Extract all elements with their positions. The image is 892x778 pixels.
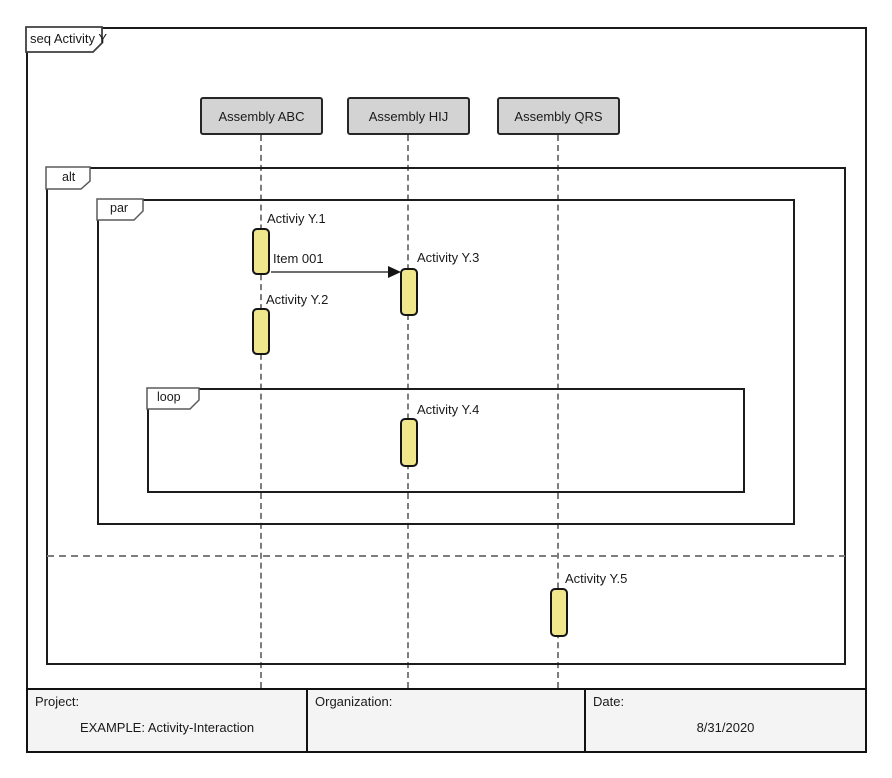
activation-bar-y3 [400,268,418,316]
activation-bar-y5 [550,588,568,637]
lifeline-header-assembly-hij: Assembly HIJ [347,97,470,135]
activity-label-y1: Activiy Y.1 [267,211,326,226]
title-block-date-cell: Date: 8/31/2020 [584,690,865,751]
project-label: Project: [35,694,80,709]
alt-fragment-label: alt [62,170,76,184]
activity-label-y4: Activity Y.4 [417,402,480,417]
loop-fragment-box [147,388,745,493]
activity-label-y5: Activity Y.5 [565,571,628,586]
par-fragment-box [97,199,795,525]
activation-bar-y2 [252,308,270,355]
lifeline-header-assembly-abc: Assembly ABC [200,97,323,135]
lifeline-header-label: Assembly HIJ [368,108,449,124]
lifeline-assembly-qrs [557,135,559,688]
lifeline-header-label: Assembly ABC [218,108,305,124]
date-value: 8/31/2020 [696,720,755,735]
date-label: Date: [593,694,625,709]
activity-label-y2: Activity Y.2 [266,292,329,307]
project-value: EXAMPLE: Activity-Interaction [79,720,255,735]
lifeline-assembly-abc [260,135,262,688]
title-block: Project: EXAMPLE: Activity-Interaction O… [26,688,867,753]
organization-value [308,709,584,751]
lifeline-header-label: Assembly QRS [514,108,603,124]
activation-bar-y4 [400,418,418,467]
alt-fragment-box [46,167,846,665]
par-fragment-label: par [110,201,129,215]
activation-bar-y1 [252,228,270,275]
loop-fragment-label: loop [157,390,181,404]
frame-label: seq Activity Y [30,31,108,46]
lifeline-assembly-hij [407,135,409,688]
activity-label-y3: Activity Y.3 [417,250,480,265]
lifeline-header-assembly-qrs: Assembly QRS [497,97,620,135]
title-block-project-cell: Project: EXAMPLE: Activity-Interaction [28,690,306,751]
title-block-organization-cell: Organization: [306,690,584,751]
organization-label: Organization: [315,694,393,709]
message-label: Item 001 [273,251,324,266]
